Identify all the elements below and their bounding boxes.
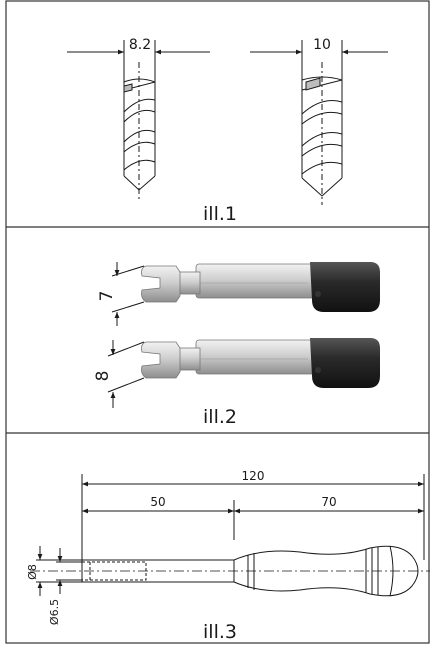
dimension-handle-length: 70 [321, 495, 336, 509]
length-dimension-lines [81, 474, 425, 562]
drill-left [67, 40, 210, 200]
sheet-border [5, 0, 430, 644]
dimension-total-length: 120 [242, 469, 265, 483]
caption-ill-2: ill.2 [203, 406, 237, 428]
dimension-jaw-bottom: 8 [93, 371, 113, 382]
caption-ill-3: ill.3 [203, 621, 237, 643]
panel-ill-2: 7 8 ill.2 [93, 262, 380, 428]
diameter-dimension-lines [36, 546, 82, 596]
caption-ill-1: ill.1 [203, 203, 237, 225]
panel-ill-1: 8.2 10 ill.1 [67, 37, 388, 225]
screwdriver-shaft [81, 559, 234, 583]
dimension-lines-bottom [107, 340, 145, 408]
dimension-shaft-length: 50 [150, 495, 165, 509]
dimension-outer-diameter: Ø8 [26, 564, 39, 580]
dimension-drill-left: 8.2 [129, 37, 151, 53]
dimension-lines-top [111, 262, 145, 326]
wrench-bottom [141, 338, 380, 388]
drill-right [250, 40, 388, 205]
wrench-top [141, 262, 380, 312]
panel-ill-3: 120 50 70 [26, 469, 430, 643]
dimension-jaw-top: 7 [97, 291, 117, 302]
dimension-inner-diameter: Ø6.5 [48, 599, 61, 625]
dimension-drill-right: 10 [313, 37, 331, 53]
